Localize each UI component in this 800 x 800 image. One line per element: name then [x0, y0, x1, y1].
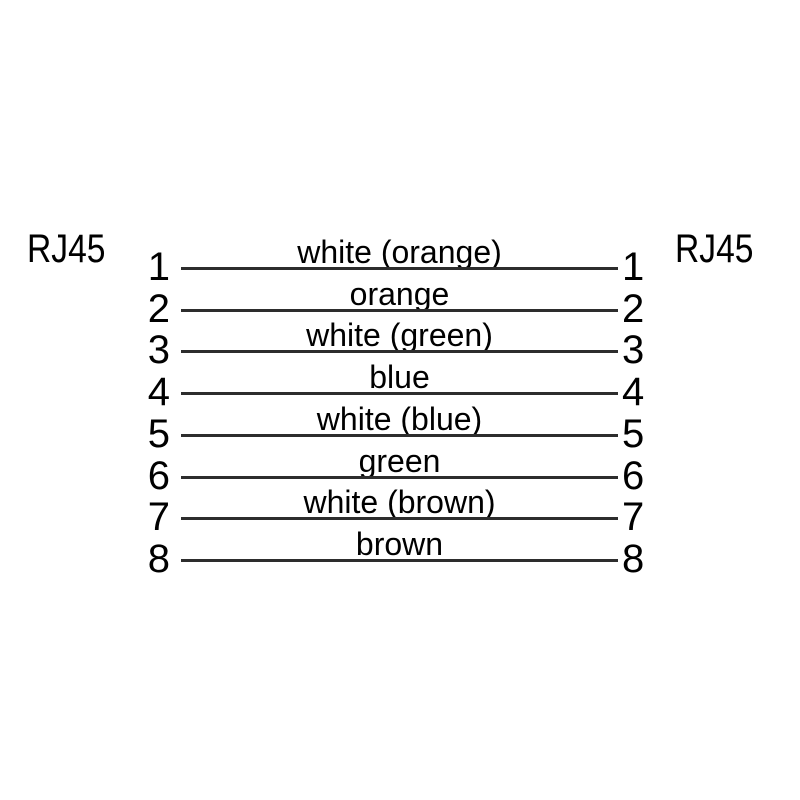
- wire-line: [181, 350, 618, 353]
- pin-number-left: 8: [147, 537, 170, 581]
- wire-label: blue: [369, 359, 430, 395]
- wire-line: [181, 392, 618, 395]
- pin-number-right: 4: [622, 370, 645, 414]
- wire-label: white (blue): [316, 401, 483, 437]
- pin-number-right: 7: [622, 495, 645, 539]
- connector-label-right: RJ45: [675, 227, 754, 271]
- wire-line: [181, 476, 618, 479]
- pin-number-right: 3: [622, 328, 645, 372]
- connector-label-left: RJ45: [27, 227, 106, 271]
- pin-number-left: 6: [147, 454, 170, 498]
- pin-number-right: 5: [622, 412, 645, 456]
- pin-number-left: 1: [147, 245, 170, 289]
- wire-label: orange: [349, 276, 450, 312]
- pin-number-left: 7: [147, 495, 170, 539]
- wire-line: [181, 517, 618, 520]
- wire-label: brown: [355, 526, 444, 562]
- wire-label: white (orange): [297, 234, 502, 270]
- pin-number-right: 8: [622, 537, 645, 581]
- pin-number-left: 3: [147, 328, 170, 372]
- wire-label: white (green): [306, 317, 493, 353]
- pin-number-left: 2: [147, 287, 170, 331]
- wire-line: [181, 434, 618, 437]
- wire-label: green: [358, 443, 441, 479]
- wire-line: [181, 559, 618, 562]
- wire-line: [181, 309, 618, 312]
- pin-number-right: 1: [622, 245, 645, 289]
- wire-label: white (brown): [303, 484, 496, 520]
- pin-number-left: 4: [147, 370, 170, 414]
- pin-number-left: 5: [147, 412, 170, 456]
- pin-number-right: 2: [622, 287, 645, 331]
- pin-number-right: 6: [622, 454, 645, 498]
- wire-line: [181, 267, 618, 270]
